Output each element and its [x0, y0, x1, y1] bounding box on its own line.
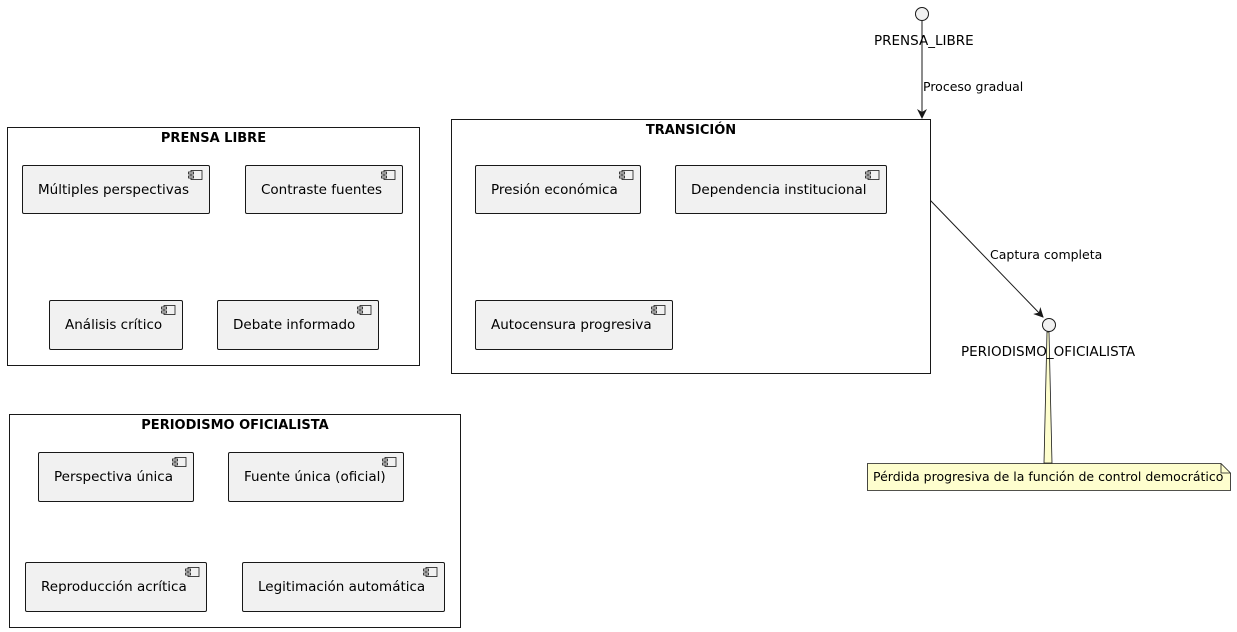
note-text: Pérdida progresiva de la función de cont… [873, 469, 1224, 484]
component-autocensura-progresiva[interactable]: Autocensura progresiva [475, 300, 673, 350]
edge-label-captura-completa: Captura completa [990, 247, 1103, 262]
component-presion-economica[interactable]: Presión económica [475, 165, 641, 214]
component-analisis-critico[interactable]: Análisis crítico [49, 300, 183, 350]
component-perspectiva-unica[interactable]: Perspectiva única [38, 452, 194, 502]
component-label: Perspectiva única [54, 469, 174, 485]
component-multiples-perspectivas[interactable]: Múltiples perspectivas [22, 165, 210, 214]
component-icon [172, 457, 187, 467]
component-icon [188, 170, 203, 180]
component-icon [185, 567, 200, 577]
component-icon [357, 305, 372, 315]
component-label: Reproducción acrítica [41, 579, 187, 595]
component-contraste-fuentes[interactable]: Contraste fuentes [245, 165, 403, 214]
component-label: Fuente única (oficial) [244, 469, 386, 485]
package-prensa-libre-title: PRENSA LIBRE [160, 131, 267, 146]
interface-periodismo-oficialista-label: PERIODISMO_OFICIALISTA [961, 344, 1136, 360]
component-debate-informado[interactable]: Debate informado [217, 300, 379, 350]
component-label: Múltiples perspectivas [38, 182, 190, 198]
component-dependencia-institucional[interactable]: Dependencia institucional [675, 165, 887, 214]
interface-prensa-libre[interactable] [915, 7, 929, 21]
package-transicion-title: TRANSICIÓN [645, 123, 737, 138]
component-legitimacion-automatica[interactable]: Legitimación automática [242, 562, 445, 612]
component-icon [619, 170, 634, 180]
interface-prensa-libre-label: PRENSA_LIBRE [874, 33, 974, 49]
component-label: Legitimación automática [258, 579, 426, 595]
component-icon [382, 457, 397, 467]
component-icon [381, 170, 396, 180]
note-shape [867, 463, 1231, 491]
component-label: Presión económica [491, 182, 618, 198]
component-icon [423, 567, 438, 577]
component-fuente-unica[interactable]: Fuente única (oficial) [228, 452, 404, 502]
note: Pérdida progresiva de la función de cont… [867, 463, 1231, 491]
component-label: Contraste fuentes [261, 182, 383, 198]
component-icon [865, 170, 880, 180]
interface-periodismo-oficialista[interactable] [1042, 318, 1056, 332]
package-periodismo-oficialista-title: PERIODISMO OFICIALISTA [141, 418, 329, 433]
component-label: Análisis crítico [65, 317, 163, 333]
edge-label-proceso-gradual: Proceso gradual [923, 79, 1024, 94]
component-reproduccion-acritica[interactable]: Reproducción acrítica [25, 562, 207, 612]
component-label: Autocensura progresiva [491, 317, 652, 333]
component-label: Dependencia institucional [691, 182, 867, 198]
component-icon [161, 305, 176, 315]
component-icon [651, 305, 666, 315]
component-label: Debate informado [233, 317, 356, 333]
